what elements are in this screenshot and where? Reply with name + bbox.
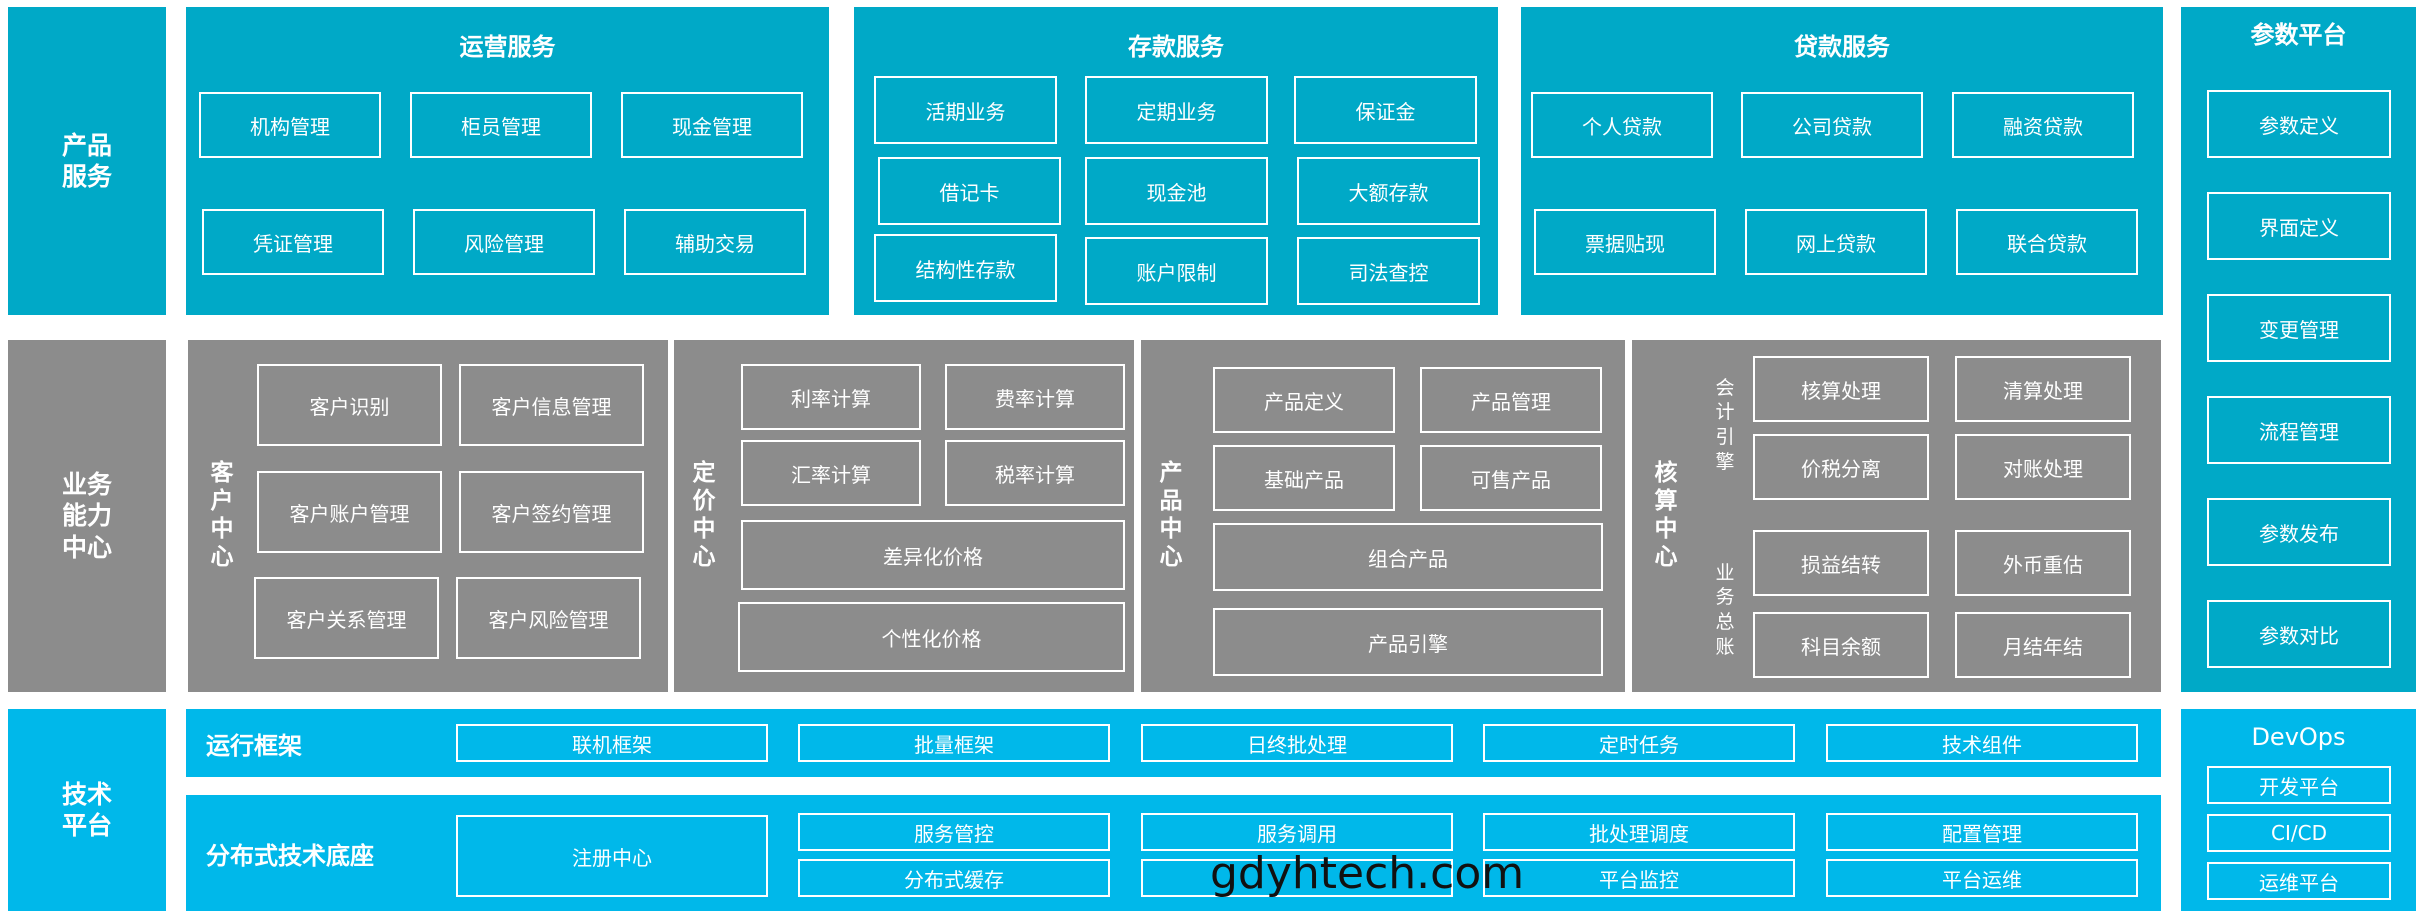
general-ledger-label: 业 务 总 账 [1715, 561, 1735, 658]
accounting-item-reconcile[interactable]: 对账处理 [1955, 434, 2131, 500]
accounting-engine-label: 会 计 引 擎 [1715, 376, 1735, 473]
accounting-item-clearing[interactable]: 清算处理 [1955, 356, 2131, 422]
pricing-item-interest[interactable]: 利率计算 [741, 364, 921, 430]
distributed-item-cache[interactable]: 分布式缓存 [798, 859, 1110, 897]
param-item-publish[interactable]: 参数发布 [2207, 498, 2391, 566]
param-item-ui[interactable]: 界面定义 [2207, 192, 2391, 260]
pricing-center-title: 定 价 中 心 [692, 459, 716, 571]
customer-center-panel: 客 户 中 心 客户识别 客户信息管理 客户账户管理 客户签约管理 客户关系管理… [188, 340, 668, 692]
deposit-item-large[interactable]: 大额存款 [1297, 157, 1480, 225]
loan-item-online[interactable]: 网上贷款 [1745, 209, 1927, 275]
accounting-center-panel: 核 算 中 心 会 计 引 擎 业 务 总 账 核算处理 清算处理 价税分离 对… [1632, 340, 2161, 692]
product-center-title: 产 品 中 心 [1159, 459, 1183, 571]
customer-item-identify[interactable]: 客户识别 [257, 364, 442, 446]
deposit-item-fixed[interactable]: 定期业务 [1085, 76, 1268, 144]
customer-item-account[interactable]: 客户账户管理 [257, 471, 442, 553]
pricing-item-fee[interactable]: 费率计算 [945, 364, 1125, 430]
deposit-item-demand[interactable]: 活期业务 [874, 76, 1057, 144]
row-label-product-services: 产品 服务 [8, 7, 166, 315]
customer-item-relation[interactable]: 客户关系管理 [254, 577, 439, 659]
devops-item-dev[interactable]: 开发平台 [2207, 766, 2391, 804]
product-item-define[interactable]: 产品定义 [1213, 367, 1395, 433]
param-item-define[interactable]: 参数定义 [2207, 90, 2391, 158]
ops-item-assist[interactable]: 辅助交易 [624, 209, 806, 275]
accounting-item-process[interactable]: 核算处理 [1753, 356, 1929, 422]
ops-service-title: 运营服务 [459, 33, 556, 61]
param-platform-title: 参数平台 [2250, 21, 2347, 49]
deposit-item-margin[interactable]: 保证金 [1294, 76, 1477, 144]
loan-service-title: 贷款服务 [1794, 33, 1890, 61]
loan-item-financing[interactable]: 融资贷款 [1952, 92, 2134, 158]
runtime-item-scheduled[interactable]: 定时任务 [1483, 724, 1795, 762]
ops-service-panel: 运营服务 机构管理 柜员管理 现金管理 凭证管理 风险管理 辅助交易 [186, 7, 829, 315]
deposit-item-structured[interactable]: 结构性存款 [874, 234, 1057, 302]
ops-item-cash[interactable]: 现金管理 [621, 92, 803, 158]
deposit-item-cash-pool[interactable]: 现金池 [1085, 157, 1268, 225]
runtime-item-components[interactable]: 技术组件 [1826, 724, 2138, 762]
ops-item-teller[interactable]: 柜员管理 [410, 92, 592, 158]
distributed-item-registry[interactable]: 注册中心 [456, 815, 768, 897]
devops-title: DevOps [2251, 723, 2346, 751]
distributed-item-service-call[interactable]: 服务调用 [1141, 813, 1453, 851]
ops-item-voucher[interactable]: 凭证管理 [202, 209, 384, 275]
loan-item-joint[interactable]: 联合贷款 [1956, 209, 2138, 275]
devops-panel: DevOps 开发平台 CI/CD 运维平台 [2181, 709, 2416, 911]
accounting-item-fx-revalue[interactable]: 外币重估 [1955, 530, 2131, 596]
row-label-tech-platform: 技术 平台 [8, 709, 166, 911]
distributed-base-bar: 分布式技术底座 注册中心 服务管控 服务调用 批处理调度 配置管理 分布式缓存 … [186, 795, 2161, 911]
customer-item-info[interactable]: 客户信息管理 [459, 364, 644, 446]
pricing-center-panel: 定 价 中 心 利率计算 费率计算 汇率计算 税率计算 差异化价格 个性化价格 [674, 340, 1134, 692]
distributed-item-service-control[interactable]: 服务管控 [798, 813, 1110, 851]
loan-item-bill-discount[interactable]: 票据贴现 [1534, 209, 1716, 275]
distributed-item-ops[interactable]: 平台运维 [1826, 859, 2138, 897]
devops-item-cicd[interactable]: CI/CD [2207, 814, 2391, 852]
customer-item-sign[interactable]: 客户签约管理 [459, 471, 644, 553]
distributed-item-batch-schedule[interactable]: 批处理调度 [1483, 813, 1795, 851]
product-item-combined[interactable]: 组合产品 [1213, 523, 1603, 591]
distributed-item-config[interactable]: 配置管理 [1826, 813, 2138, 851]
distributed-item-hidden-slot[interactable] [1141, 859, 1453, 897]
pricing-item-differentiated[interactable]: 差异化价格 [741, 520, 1125, 590]
param-item-flow[interactable]: 流程管理 [2207, 396, 2391, 464]
accounting-item-tax-split[interactable]: 价税分离 [1753, 434, 1929, 500]
deposit-item-restriction[interactable]: 账户限制 [1085, 237, 1268, 305]
ops-item-org[interactable]: 机构管理 [199, 92, 381, 158]
loan-item-personal[interactable]: 个人贷款 [1531, 92, 1713, 158]
deposit-service-panel: 存款服务 活期业务 定期业务 保证金 借记卡 现金池 大额存款 结构性存款 账户… [854, 7, 1498, 315]
customer-center-title: 客 户 中 心 [210, 459, 234, 571]
pricing-item-personalized[interactable]: 个性化价格 [738, 602, 1125, 672]
param-item-change[interactable]: 变更管理 [2207, 294, 2391, 362]
devops-item-ops[interactable]: 运维平台 [2207, 862, 2391, 900]
row-label-business-centers: 业务 能力 中心 [8, 340, 166, 692]
runtime-item-batch[interactable]: 批量框架 [798, 724, 1110, 762]
loan-item-corporate[interactable]: 公司贷款 [1741, 92, 1923, 158]
deposit-service-title: 存款服务 [1128, 33, 1224, 61]
product-item-basic[interactable]: 基础产品 [1213, 445, 1395, 511]
runtime-framework-bar: 运行框架 联机框架 批量框架 日终批处理 定时任务 技术组件 [186, 709, 2161, 777]
runtime-framework-title: 运行框架 [206, 731, 302, 760]
runtime-item-online[interactable]: 联机框架 [456, 724, 768, 762]
accounting-item-balance[interactable]: 科目余额 [1753, 612, 1929, 678]
accounting-item-pl-transfer[interactable]: 损益结转 [1753, 530, 1929, 596]
customer-item-risk[interactable]: 客户风险管理 [456, 577, 641, 659]
param-item-compare[interactable]: 参数对比 [2207, 600, 2391, 668]
deposit-item-debit-card[interactable]: 借记卡 [878, 157, 1061, 225]
product-center-panel: 产 品 中 心 产品定义 产品管理 基础产品 可售产品 组合产品 产品引擎 [1141, 340, 1625, 692]
product-item-manage[interactable]: 产品管理 [1420, 367, 1602, 433]
pricing-item-fx[interactable]: 汇率计算 [741, 440, 921, 506]
accounting-center-title: 核 算 中 心 [1654, 459, 1678, 571]
deposit-item-judicial[interactable]: 司法查控 [1297, 237, 1480, 305]
pricing-item-tax[interactable]: 税率计算 [945, 440, 1125, 506]
watermark-text: gdyhtech.com [1210, 848, 1525, 899]
product-item-engine[interactable]: 产品引擎 [1213, 608, 1603, 676]
loan-service-panel: 贷款服务 个人贷款 公司贷款 融资贷款 票据贴现 网上贷款 联合贷款 [1521, 7, 2163, 315]
distributed-base-title: 分布式技术底座 [206, 841, 374, 870]
param-platform-panel: 参数平台 参数定义 界面定义 变更管理 流程管理 参数发布 参数对比 [2181, 7, 2416, 692]
product-item-sellable[interactable]: 可售产品 [1420, 445, 1602, 511]
runtime-item-eod[interactable]: 日终批处理 [1141, 724, 1453, 762]
distributed-item-monitor[interactable]: 平台监控 [1483, 859, 1795, 897]
accounting-item-month-year-end[interactable]: 月结年结 [1955, 612, 2131, 678]
ops-item-risk[interactable]: 风险管理 [413, 209, 595, 275]
